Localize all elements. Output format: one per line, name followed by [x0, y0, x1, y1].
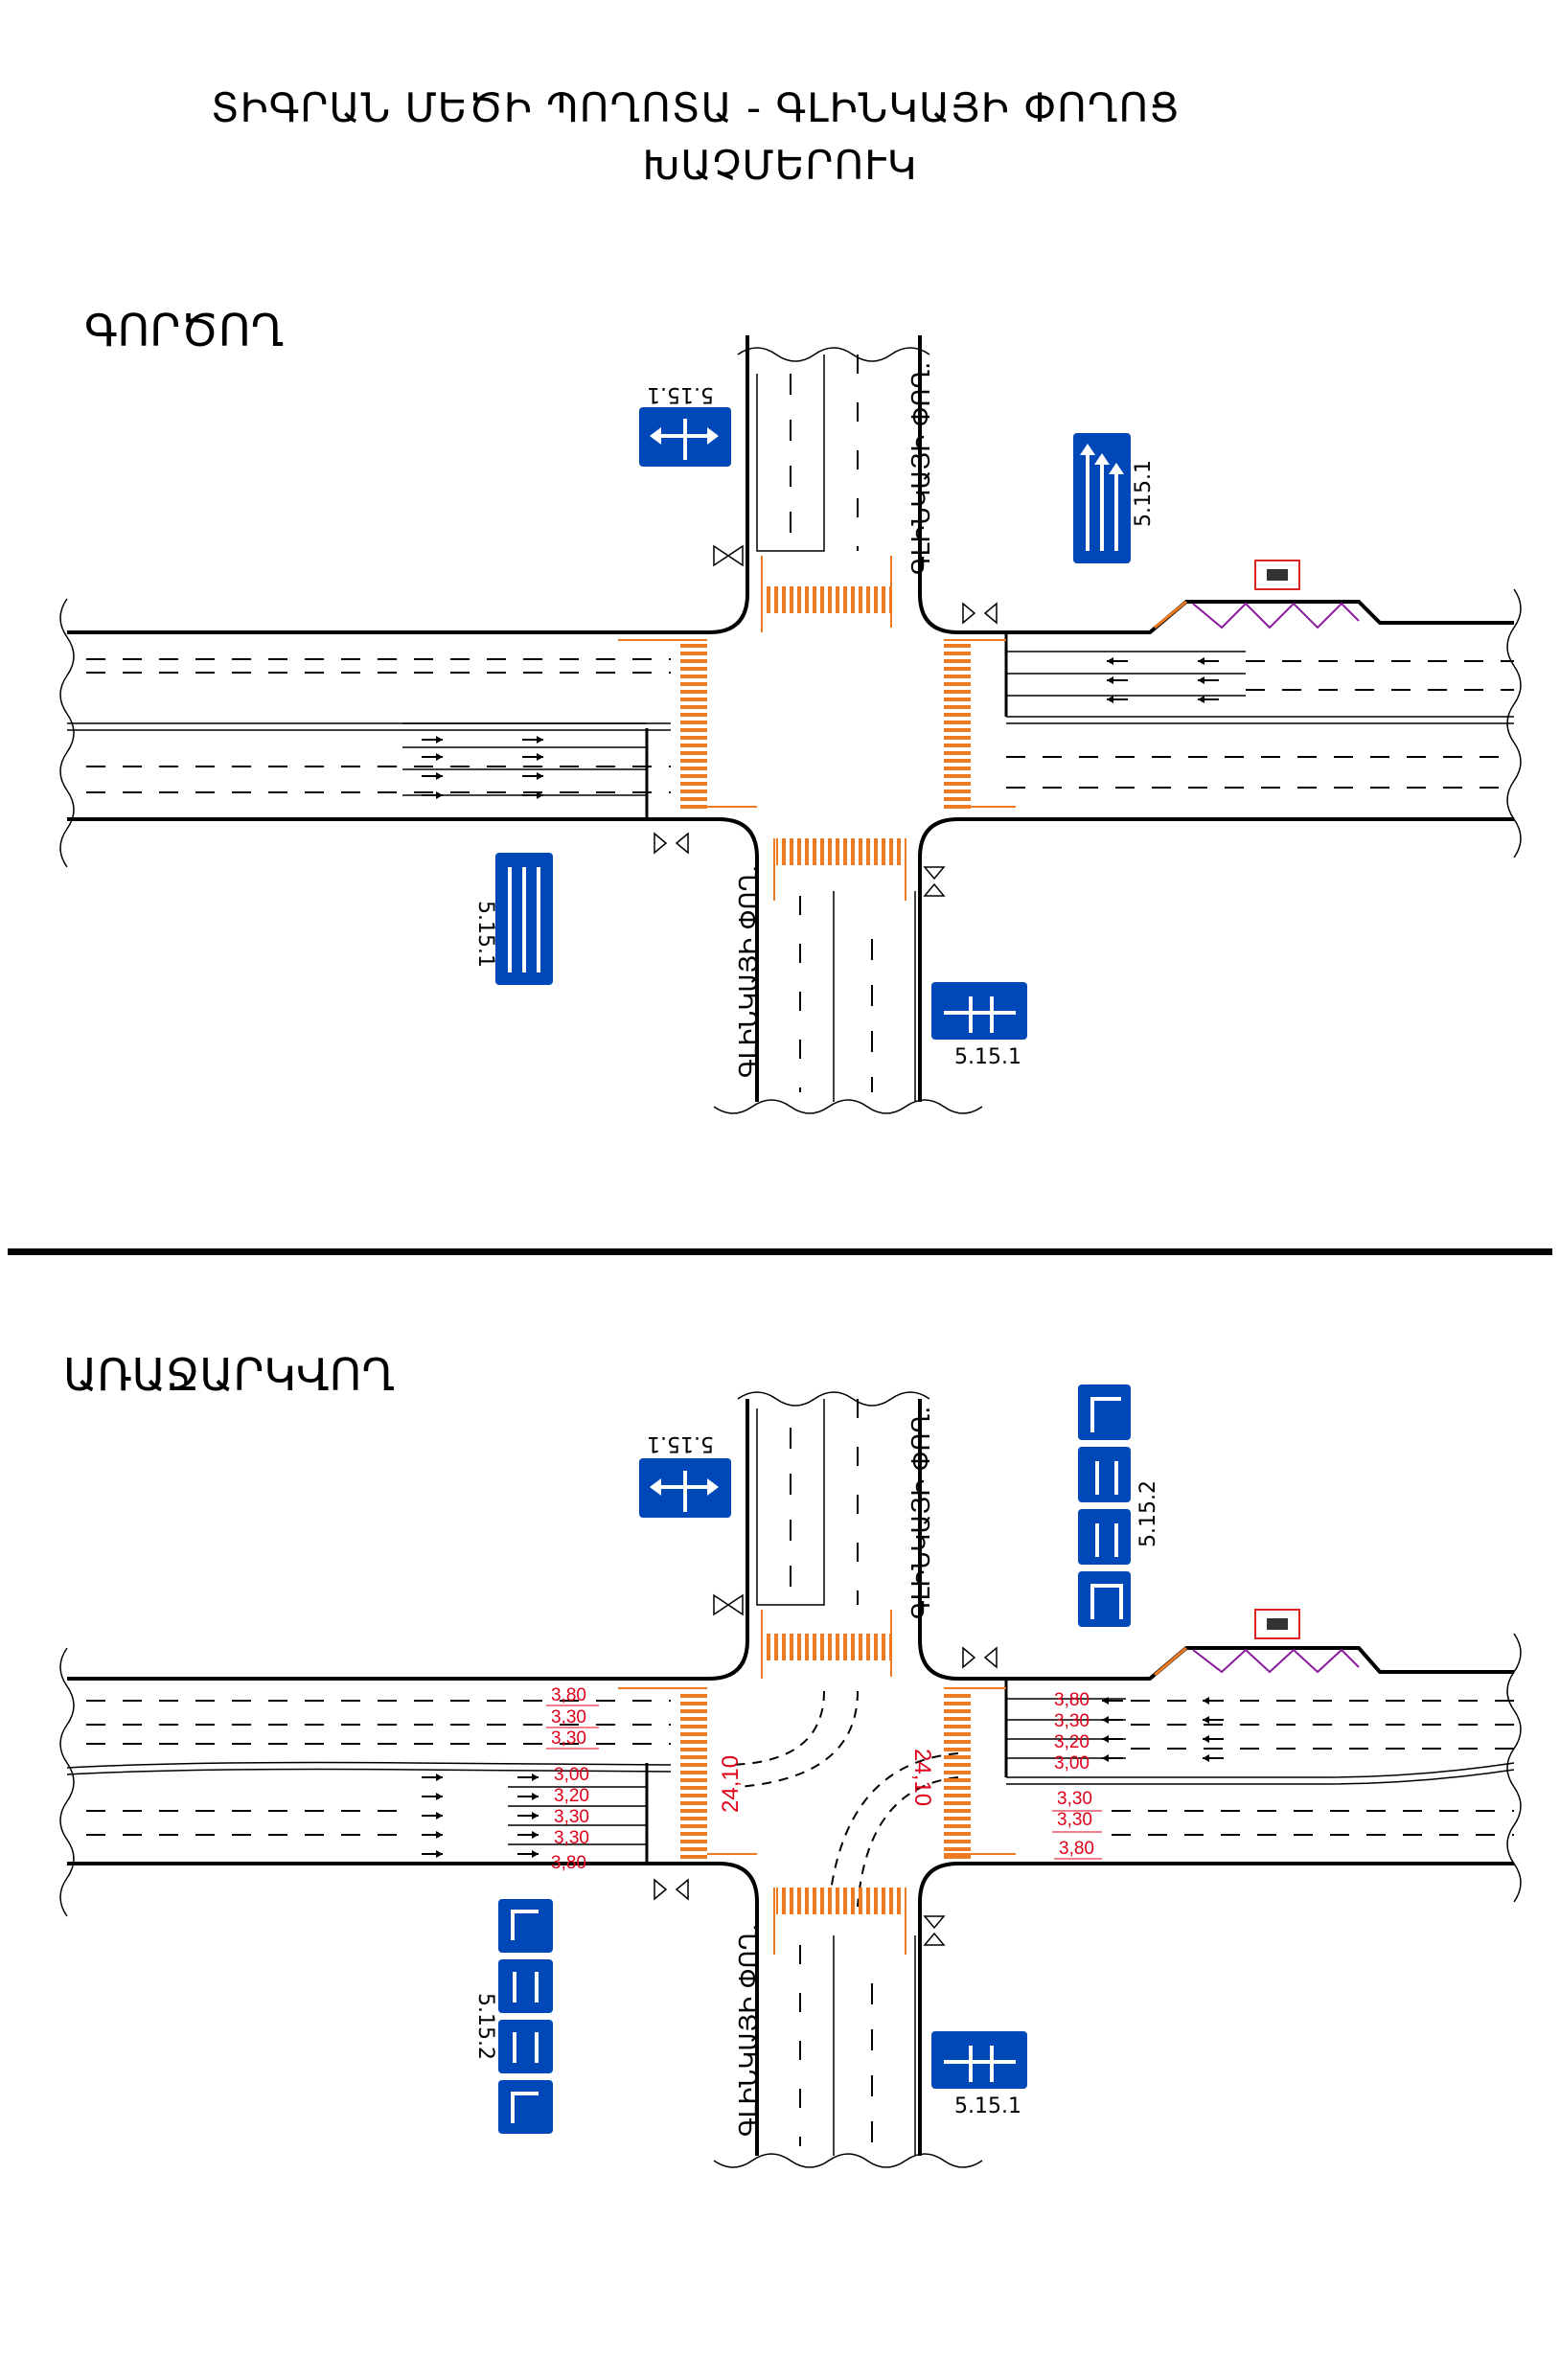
lane-width-label: 3,80 [1059, 1839, 1094, 1859]
existing-intersection: ԳԼԻՆԿԱՅԻ ՓՈՂ. ԳԼԻՆԿԱՅԻ ՓՈՂ. 5.15.1 5.15.… [59, 335, 1522, 1114]
sign-code: 5.15.1 [1132, 460, 1156, 527]
sign-code: 5.15.1 [954, 1045, 1021, 1069]
sign-code: 5.15.1 [954, 2094, 1021, 2118]
lane-width-label: 3,30 [1057, 1789, 1092, 1809]
sign-code: 5.15.2 [473, 1993, 497, 2060]
lane-direction-sign-5-15-1 [931, 2031, 1027, 2089]
sign-code: 5.15.2 [1136, 1480, 1160, 1547]
diagram-title-line2: ԽԱՉՄԵՐՈՒԿ [642, 142, 918, 189]
crossing-width-label: 24,10 [718, 1755, 744, 1813]
lane-direction-sign-5-15-1 [931, 982, 1027, 1040]
sign-code: 5.15.1 [647, 382, 714, 406]
street-label-glinka: ԳԼԻՆԿԱՅԻ ՓՈՂ. [907, 362, 936, 575]
diagram-title-line1: ՏԻԳՐԱՆ ՄԵԾԻ ՊՈՂՈՏԱ - ԳԼԻՆԿԱՅԻ ՓՈՂՈՑ [211, 84, 1181, 131]
lane-width-label: 3,80 [551, 1853, 586, 1873]
traffic-light-icon [654, 1593, 998, 1946]
crossing-width-label: 24,10 [909, 1749, 935, 1806]
lane-width-label: 3,30 [554, 1807, 589, 1827]
section-divider [8, 1248, 1552, 1255]
sign-code: 5.15.1 [473, 901, 497, 968]
sign-code: 5.15.1 [647, 1431, 714, 1455]
lane-width-label: 3,00 [1054, 1753, 1090, 1774]
lane-width-label: 3,30 [551, 1728, 586, 1749]
lane-width-label: 3,30 [1057, 1810, 1092, 1830]
lane-direction-sign-5-15-1 [1073, 433, 1131, 563]
traffic-light-icon [654, 544, 998, 897]
proposed-intersection: 3,80 3,30 3,30 3,00 3,20 3,30 3,30 3,80 … [59, 1385, 1522, 2168]
section-label-existing: ԳՈՐԾՈՂ [84, 305, 285, 356]
street-label-glinka: ԳԼԻՆԿԱՅԻ ՓՈՂ. [735, 1924, 764, 2137]
lane-width-label: 3,80 [551, 1685, 586, 1705]
street-label-glinka: ԳԼԻՆԿԱՅԻ ՓՈՂ. [907, 1407, 936, 1619]
lane-width-label: 3,20 [554, 1786, 589, 1806]
street-label-glinka: ԳԼԻՆԿԱՅԻ ՓՈՂ. [735, 865, 764, 1078]
section-label-proposed: ԱՌԱՋԱՐԿՎՈՂ [63, 1349, 396, 1401]
lane-width-label: 3,30 [554, 1828, 589, 1848]
lane-direction-sign-5-15-2 [1078, 1385, 1131, 1627]
lane-width-label: 3,00 [554, 1765, 589, 1785]
lane-width-label: 3,20 [1054, 1732, 1090, 1752]
lane-width-label: 3,30 [551, 1707, 586, 1728]
lane-direction-sign-5-15-1 [495, 853, 553, 985]
lane-width-label: 3,30 [1054, 1711, 1090, 1731]
lane-direction-sign-5-15-1 [639, 1458, 731, 1518]
lane-direction-sign-5-15-1 [639, 407, 731, 467]
lane-direction-sign-5-15-2 [498, 1899, 553, 2134]
lane-width-label: 3,80 [1054, 1690, 1090, 1710]
